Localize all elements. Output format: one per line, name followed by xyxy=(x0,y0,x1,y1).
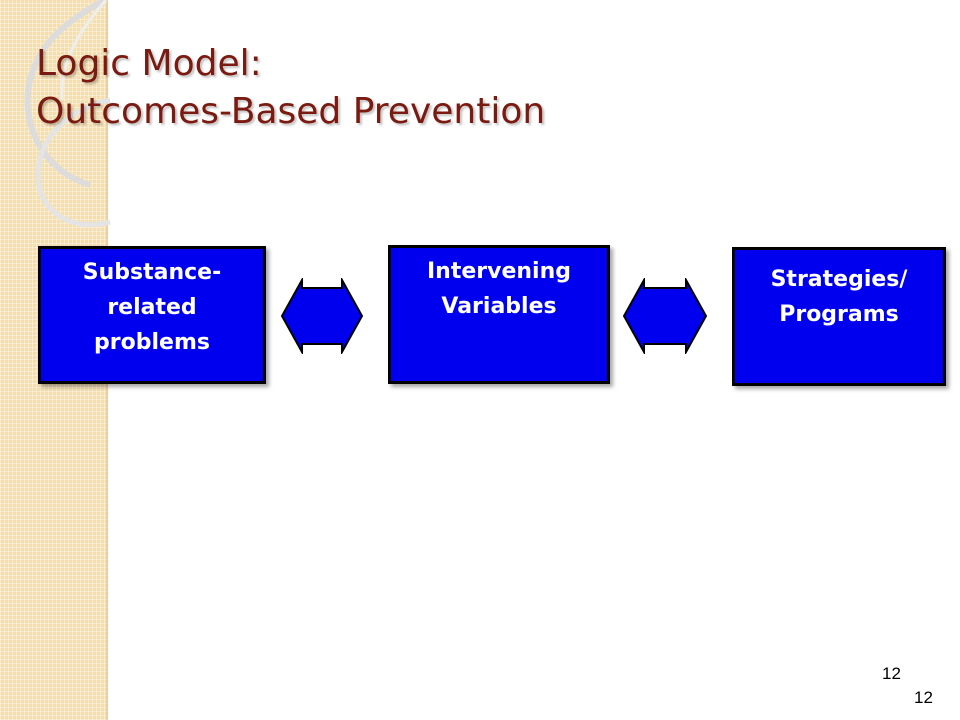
title-line-2: Outcomes-Based Prevention xyxy=(36,91,546,132)
box-strategies-programs: Strategies/ Programs xyxy=(732,247,946,386)
page-title: Logic Model: Outcomes-Based Prevention xyxy=(36,40,545,136)
box-1-line-3: problems xyxy=(94,330,210,355)
decorative-swirl xyxy=(24,0,111,228)
title-line-1: Logic Model: xyxy=(36,43,262,84)
box-1-line-1: Substance- xyxy=(82,260,222,285)
box-2-line-2: Variables xyxy=(441,294,557,319)
box-intervening-variables: Intervening Variables xyxy=(388,245,610,384)
box-3-line-2: Programs xyxy=(779,302,899,327)
box-substance-related-problems: Substance- related problems xyxy=(38,246,266,384)
box-3-line-1: Strategies/ xyxy=(770,267,908,292)
box-2-line-1: Intervening xyxy=(426,259,571,284)
page-number: 12 xyxy=(882,664,901,683)
slide-number: 12 xyxy=(914,688,933,707)
double-arrow-icon xyxy=(280,278,364,354)
box-1-line-2: related xyxy=(107,295,197,320)
double-arrow-icon xyxy=(622,278,708,354)
